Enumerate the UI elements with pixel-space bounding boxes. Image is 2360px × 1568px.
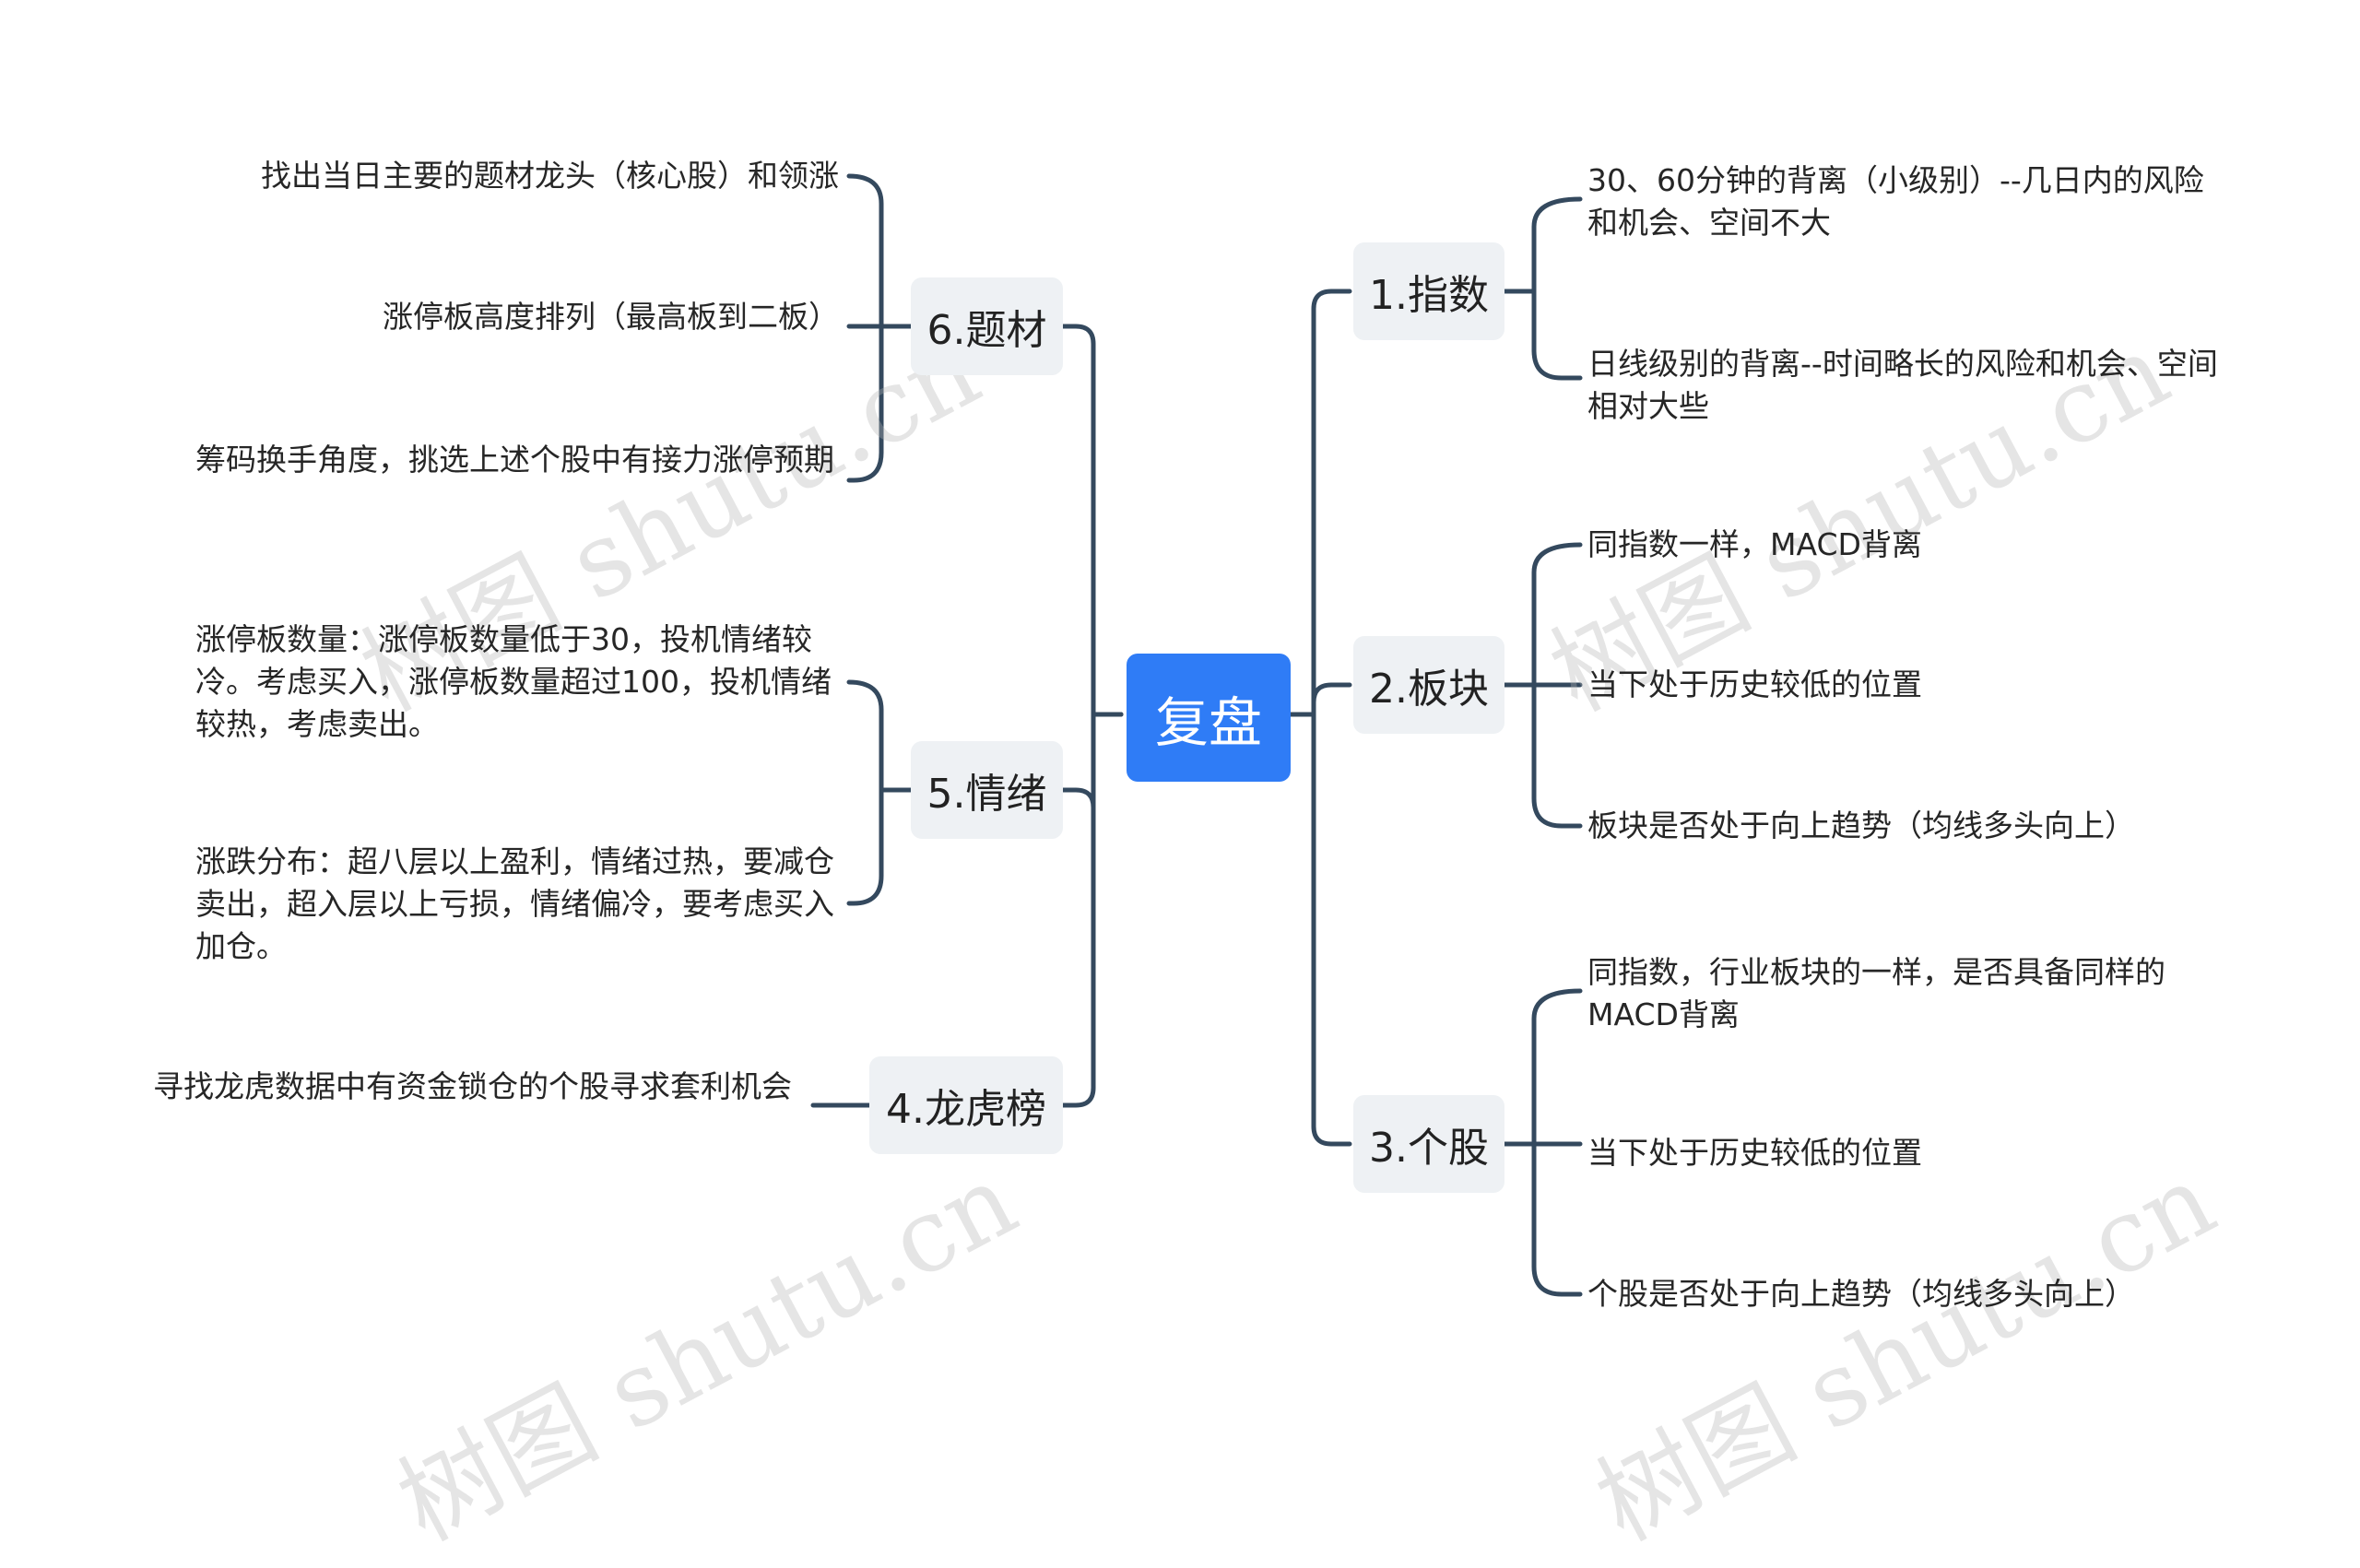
connector-root-theme [1060, 324, 1124, 717]
branch-dragon-tiger[interactable]: 4.龙虎榜 [869, 1056, 1063, 1154]
connector-sentiment-leaves [846, 679, 914, 906]
connector-index-leaves [1502, 196, 1583, 381]
branch-index[interactable]: 1.指数 [1353, 242, 1504, 340]
leaf-theme-2[interactable]: 涨停板高度排列（最高板到二板） [383, 299, 839, 335]
leaf-stock-2[interactable]: 当下处于历史较低的位置 [1587, 1135, 1922, 1171]
branch-theme[interactable]: 6.题材 [911, 277, 1063, 375]
leaf-sentiment-2[interactable]: 涨跌分布：超八层以上盈利，情绪过热，要减仓卖出，超入层以上亏损，情绪偏冷，要考虑… [195, 843, 834, 964]
branch-stock[interactable]: 3.个股 [1353, 1095, 1504, 1193]
leaf-theme-1[interactable]: 找出当日主要的题材龙头（核心股）和领涨 [261, 158, 839, 194]
connector-lines [810, 173, 1583, 1297]
branch-sentiment[interactable]: 5.情绪 [911, 741, 1063, 839]
leaf-sector-3[interactable]: 板块是否处于向上趋势（均线多头向上） [1587, 808, 2135, 843]
leaf-sector-1[interactable]: 同指数一样，MACD背离 [1587, 526, 1922, 562]
connector-root-stock [1283, 712, 1352, 1147]
leaf-theme-3[interactable]: 筹码换手角度，挑选上述个股中有接力涨停预期 [195, 442, 834, 477]
connector-root-index [1283, 289, 1352, 717]
branch-sector[interactable]: 2.板块 [1353, 636, 1504, 734]
connector-sector-leaves [1502, 542, 1583, 829]
connector-theme-leaves [846, 173, 914, 483]
leaf-stock-3[interactable]: 个股是否处于向上趋势（均线多头向上） [1587, 1276, 2135, 1312]
leaf-stock-1[interactable]: 同指数，行业板块的一样，是否具备同样的MACD背离 [1587, 954, 2165, 1032]
connector-stock-leaves [1502, 988, 1583, 1297]
root-node[interactable]: 复盘 [1127, 654, 1291, 782]
leaf-sector-2[interactable]: 当下处于历史较低的位置 [1587, 666, 1922, 702]
leaf-sentiment-1[interactable]: 涨停板数量：涨停板数量低于30，投机情绪较冷。考虑买入，涨停板数量超过100，投… [195, 621, 832, 742]
leaf-index-1[interactable]: 30、60分钟的背离（小级别）--几日内的风险和机会、空间不大 [1587, 162, 2204, 241]
connector-root-sector [1283, 682, 1352, 717]
mind-map: 树图 shutu.cn 树图 shutu.cn 树图 shutu.cn 树图 s… [153, 158, 2233, 1563]
leaf-dragon-tiger-1[interactable]: 寻找龙虎数据中有资金锁仓的个股寻求套利机会 [153, 1068, 792, 1104]
connector-root-dragon [1060, 712, 1124, 1108]
leaf-index-2[interactable]: 日线级别的背离--时间略长的风险和机会、空间相对大些 [1587, 346, 2218, 424]
